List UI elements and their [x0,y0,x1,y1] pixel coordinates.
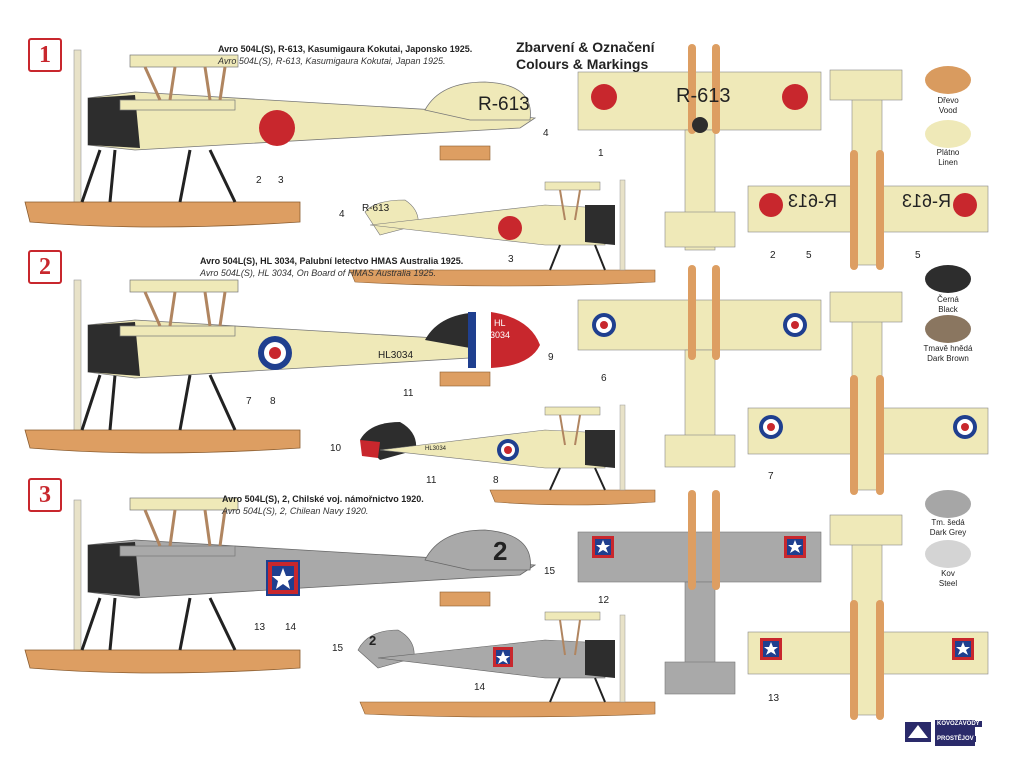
callout: 13 [254,622,266,633]
scheme-3-caption: Avro 504L(S), 2, Chilské voj. námořnictv… [222,494,424,504]
scheme1-underside-view [747,69,989,270]
callout: 15 [332,643,344,654]
swatch-wood [925,66,971,94]
title-czech: Zbarvení & Označení [516,39,655,55]
callout: 5 [915,250,921,261]
callout: 9 [548,352,554,363]
callout: 14 [285,622,297,633]
scheme-1-caption: Avro 504L(S), R-613, Kasumigaura Kokutai… [218,44,473,54]
callout: 13 [768,693,780,704]
scheme-2-badge: 2 [28,250,62,284]
scheme3-side-profile [24,497,537,674]
callout: 2 [770,250,776,261]
callout: 15 [544,566,556,577]
title-english: Colours & Markings [516,56,649,72]
scheme-2-small-fuselage-serial: HL3034 [425,446,447,452]
callout: 8 [493,475,499,486]
scheme2-underside-view [747,291,989,495]
callout: 2 [256,175,262,186]
scheme-1-subcaption: Avro 504L(S), R-613, Kasumigaura Kokutai… [218,56,446,66]
callout: 1 [598,148,604,159]
callout: 11 [426,475,437,486]
logo-line-2: PROSTĚJOV [935,736,976,742]
scheme3-top-view [577,490,822,695]
callout: 11 [403,388,414,399]
callout: 8 [270,396,276,407]
scheme-1-underwing-serial-left: R-613 [788,191,838,211]
scheme-1-badge: 1 [28,38,62,72]
swatch-linen [925,120,971,148]
scheme-3-subcaption: Avro 504L(S), 2, Chilean Navy 1920. [222,506,369,516]
scheme-3-small-rudder-serial: 2 [369,633,377,648]
callout: 4 [339,209,345,220]
scheme2-top-view [577,265,822,468]
callout: 10 [330,443,342,454]
callout: 14 [474,682,486,693]
kovozavody-logo: KOVOZÁVODY PROSTĚJOV [905,720,1005,746]
scheme-2-fuselage-serial: HL3034 [378,350,414,361]
scheme2-small-profile [360,404,656,506]
scheme-2-rudder-serial-bottom: 3034 [490,330,511,340]
scheme-3-rudder-serial: 2 [493,536,508,566]
scheme1-small-profile [349,179,656,287]
swatch-black [925,265,971,293]
scheme-2-rudder-serial-top: HL [494,318,506,328]
scheme-1-rudder-serial: R-613 [478,94,530,115]
swatch-dark-brown [925,315,971,343]
scheme3-underside-view [747,514,989,720]
scheme-2-caption: Avro 504L(S), HL 3034, Palubní letectvo … [200,256,464,266]
callout: 3 [278,175,284,186]
scheme3-small-profile [357,611,656,718]
swatch-steel [925,540,971,568]
callout: 7 [768,471,774,482]
scheme-3-badge: 3 [28,478,62,512]
callout: 6 [601,373,607,384]
scheme-2-subcaption: Avro 504L(S), HL 3034, On Board of HMAS … [200,268,436,278]
scheme1-side-profile [24,49,537,228]
callout: 7 [246,396,252,407]
callout: 4 [543,128,549,139]
scheme1-top-view [577,44,822,251]
scheme-1-underwing-serial-right: R-613 [902,191,952,211]
swatch-dark-grey [925,490,971,518]
scheme-1-topwing-serial: R-613 [676,85,731,107]
callout: 5 [806,250,812,261]
scheme2-side-profile [24,279,540,454]
callout: 3 [508,254,514,265]
callout: 12 [598,595,610,606]
scheme-1-small-rudder-serial: R-613 [362,203,390,214]
logo-line-1: KOVOZÁVODY [935,721,982,727]
